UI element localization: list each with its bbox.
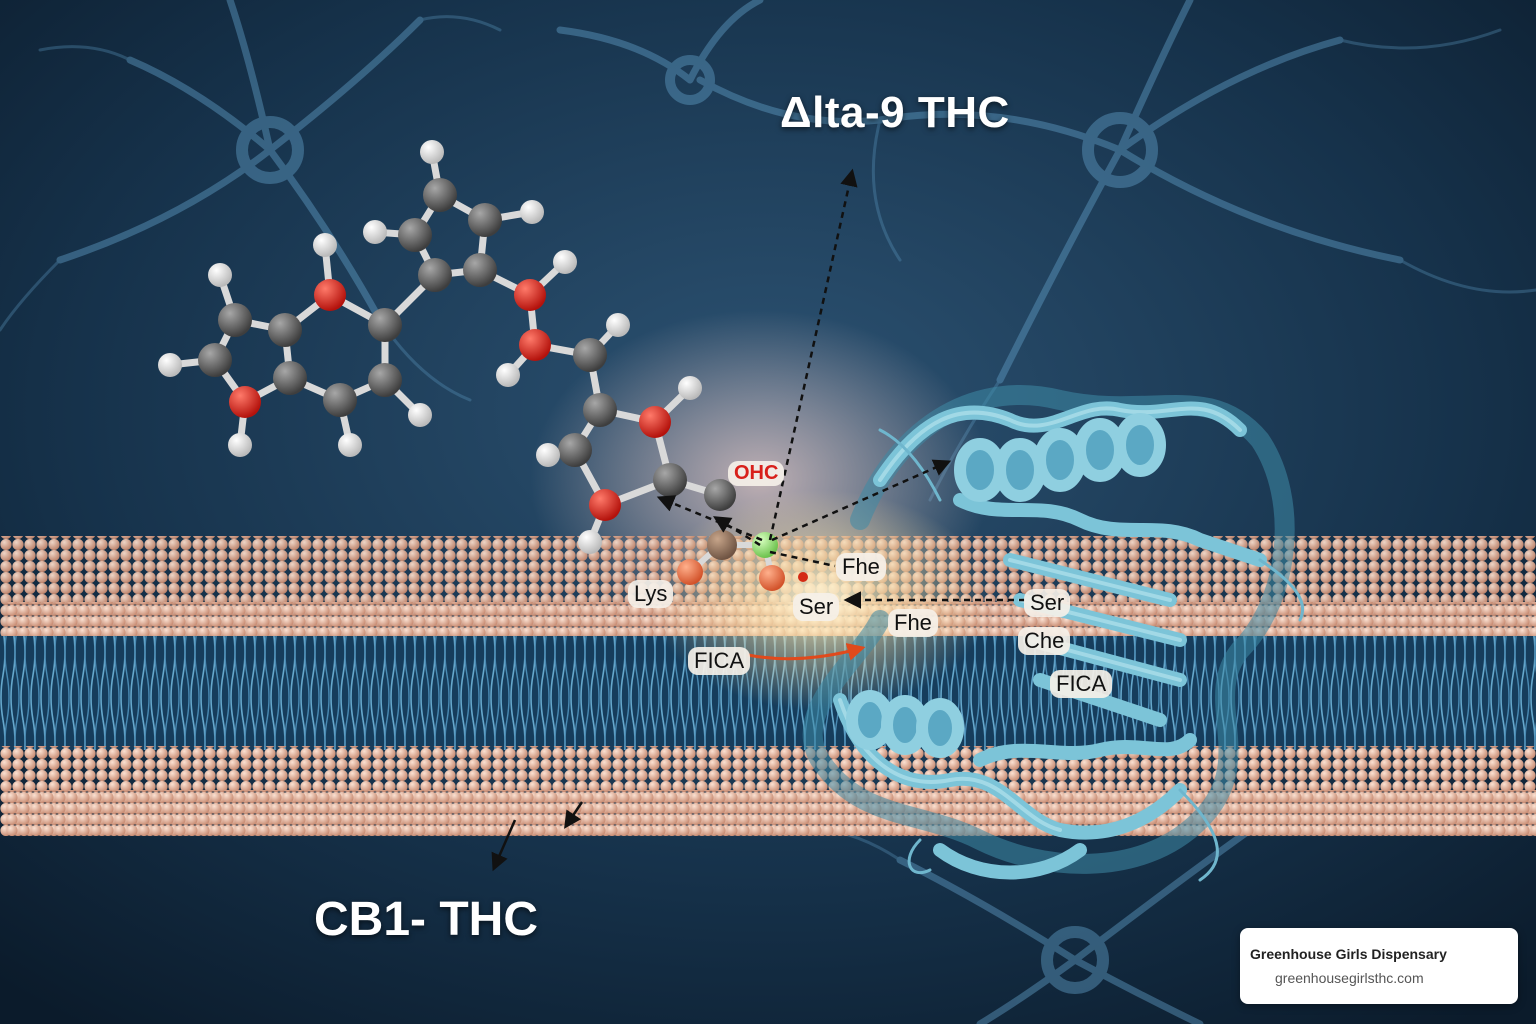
label-che-right: Che — [1018, 627, 1071, 655]
label-ser-right: Ser — [1024, 589, 1071, 617]
brand-url: greenhousegirlsthc.com — [1275, 970, 1424, 986]
title-cb1-thc: CB1- THC — [314, 893, 538, 946]
brand-badge: Greenhouse Girls Dispensary greenhousegi… — [1240, 928, 1518, 1004]
curved-red-arrow — [747, 643, 866, 661]
label-fica-left: FICA — [688, 647, 751, 675]
interaction-arrows — [656, 168, 1025, 609]
label-lys: Lys — [628, 580, 674, 608]
label-fhe-mid: Fhe — [888, 609, 938, 637]
membrane-lower-leaflet — [0, 746, 1536, 836]
label-ser-mid: Ser — [793, 593, 840, 621]
label-ohc: OHC — [728, 461, 785, 486]
cb1-receptor-protein — [802, 385, 1305, 882]
thc-molecule — [158, 140, 808, 591]
brand-name: Greenhouse Girls Dispensary — [1250, 946, 1447, 962]
cb1-pointer-arrows — [491, 801, 584, 872]
label-fica-right: FICA — [1050, 670, 1113, 698]
label-fhe-top: Fhe — [836, 553, 886, 581]
title-delta9-thc: Δlta-9 THC — [780, 88, 1010, 137]
